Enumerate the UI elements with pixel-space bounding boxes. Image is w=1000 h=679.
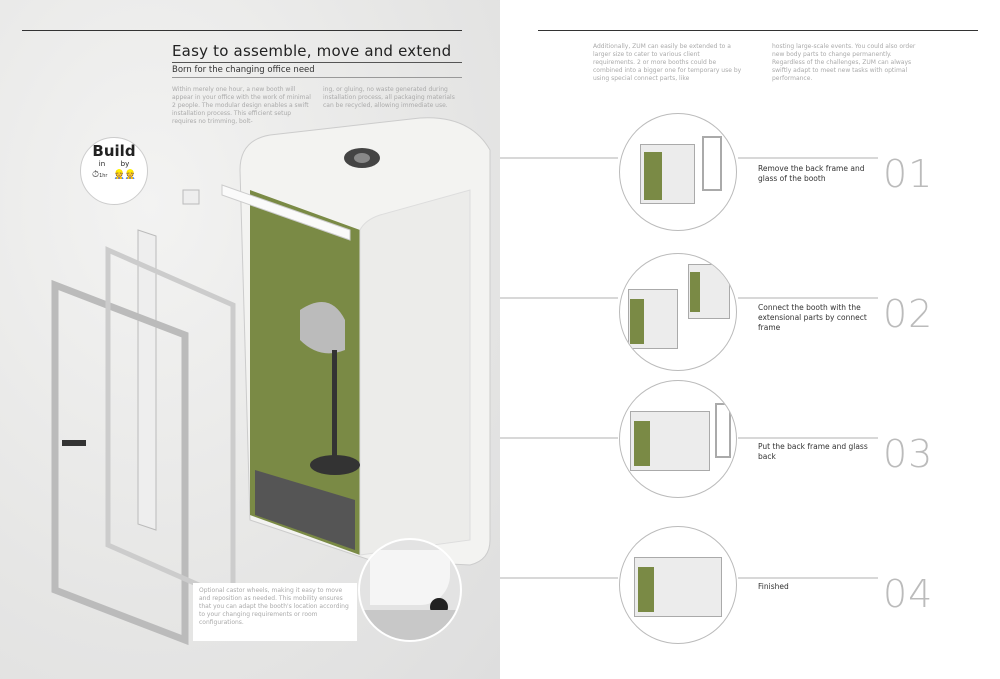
intro-text-col2: ing, or gluing, no waste generated durin…: [323, 86, 455, 109]
step-01-illustration: [619, 113, 737, 231]
top-rule-right: [538, 30, 978, 31]
step-03-illustration: [619, 380, 737, 498]
intro-text-col1: Within merely one hour, a new booth will…: [172, 86, 311, 125]
badge-title: Build: [92, 142, 136, 160]
step-03-label: Put the back frame and glass back: [758, 442, 868, 461]
step-02-number: 02: [883, 292, 934, 336]
top-rule: [22, 30, 462, 31]
subtitle-rule: [172, 77, 462, 78]
clock-icon: ⏱1hr: [92, 170, 108, 180]
castor-text: Optional castor wheels, making it easy t…: [199, 587, 349, 626]
badge-time: 1hr: [99, 173, 108, 179]
build-badge: Build in by ⏱1hr 👷👷: [80, 137, 148, 205]
step-connector-lines: [500, 157, 878, 579]
castor-wheel-detail: [358, 538, 462, 642]
castor-callout: Optional castor wheels, making it easy t…: [193, 583, 357, 641]
step-01-number: 01: [883, 152, 934, 196]
right-page: Additionally, ZUM can easily be extended…: [500, 0, 1000, 679]
step-04-label: Finished: [758, 582, 789, 591]
left-page: Easy to assemble, move and extend Born f…: [0, 0, 500, 679]
booth-exploded-illustration: [51, 117, 491, 646]
badge-by: by: [120, 160, 130, 168]
step-01-label: Remove the back frame and glass of the b…: [758, 164, 865, 183]
page-title: Easy to assemble, move and extend: [172, 42, 452, 60]
workers-icon: 👷👷: [113, 170, 136, 180]
step-04-number: 04: [883, 572, 934, 616]
page-subtitle: Born for the changing office need: [172, 65, 315, 75]
extend-text-col1: Additionally, ZUM can easily be extended…: [593, 43, 742, 82]
step-02-label: Connect the booth with the extensional p…: [758, 303, 867, 332]
title-rule: [172, 62, 462, 63]
step-04-illustration: [619, 526, 737, 644]
step-02-illustration: [619, 253, 737, 371]
badge-in: in: [98, 160, 106, 168]
extend-text-col2: hosting large-scale events. You could al…: [772, 43, 916, 82]
step-03-number: 03: [883, 432, 934, 476]
